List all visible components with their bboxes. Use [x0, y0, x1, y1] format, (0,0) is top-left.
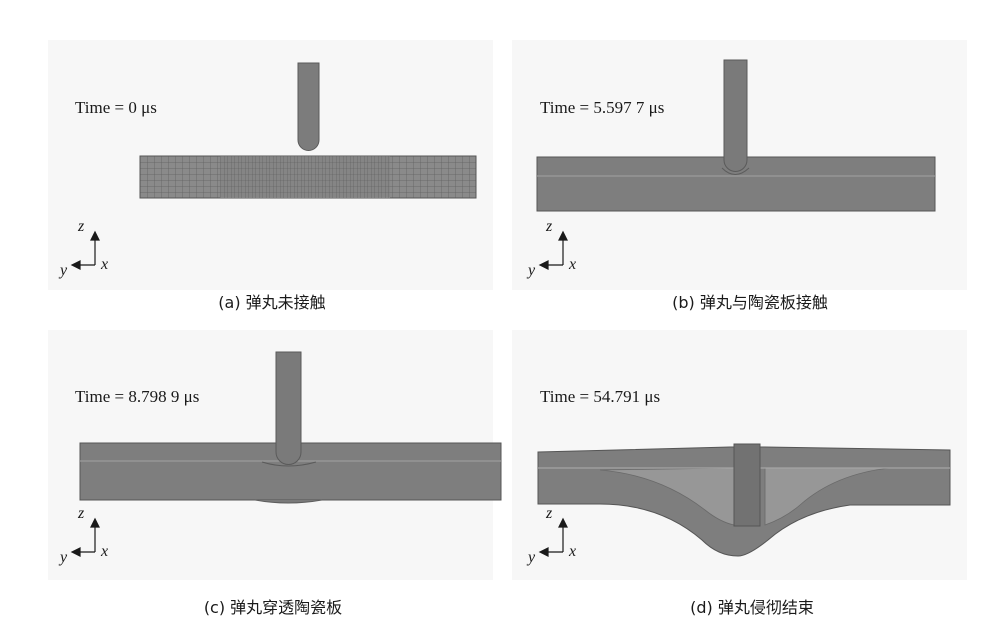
panel-a-axis-y: y [60, 262, 68, 279]
panel-d-axis-x: x [569, 543, 577, 560]
panel-c-axis-y: y [60, 549, 68, 566]
panel-c-projectile [275, 351, 302, 465]
panel-d-axis-y: y [528, 549, 536, 566]
panel-a-plate-fine-zone [220, 156, 390, 198]
panel-b-axis-x: x [569, 256, 577, 273]
panel-b-caption: (b) 弹丸与陶瓷板接触 [672, 293, 828, 312]
panel-c-caption: (c) 弹丸穿透陶瓷板 [203, 598, 343, 617]
panel-a-axis-z: z [78, 218, 85, 235]
panel-d-caption: (d) 弹丸侵彻结束 [690, 598, 814, 617]
panel-a-axis-x: x [101, 256, 109, 273]
panel-b-time: Time = 5.597 7 μs [540, 98, 665, 117]
panel-b-axis-y: y [528, 262, 536, 279]
panel-d-inner-cone-left [599, 467, 735, 526]
panel-c-axis-z: z [78, 505, 85, 522]
panel-d-inner-cone-right [764, 467, 891, 526]
axis-triad-d [538, 517, 568, 557]
panel-b-axis-z: z [546, 218, 553, 235]
panel-a-caption: (a) 弹丸未接触 [218, 293, 326, 312]
panel-a-time: Time = 0 μs [75, 98, 157, 117]
panel-c-drawing [79, 351, 502, 504]
panel-c-crater [261, 461, 317, 467]
panel-d-drawing [537, 443, 951, 557]
panel-d-time: Time = 54.791 μs [540, 387, 661, 406]
panel-d-axis-z: z [546, 505, 553, 522]
panel-a-drawing [139, 62, 477, 199]
panel-b-projectile [723, 59, 748, 172]
panel-c-bulge [254, 499, 323, 504]
panel-b-drawing [536, 59, 936, 212]
axis-triad-b [538, 230, 568, 270]
panel-b-contact-zone [721, 167, 750, 175]
panel-d-projectile [733, 443, 761, 527]
panel-c-time: Time = 8.798 9 μs [75, 387, 200, 406]
panel-c-axis-x: x [101, 543, 109, 560]
axis-triad-c [70, 517, 100, 557]
axis-triad-a [70, 230, 100, 270]
panel-a-projectile [297, 62, 320, 151]
